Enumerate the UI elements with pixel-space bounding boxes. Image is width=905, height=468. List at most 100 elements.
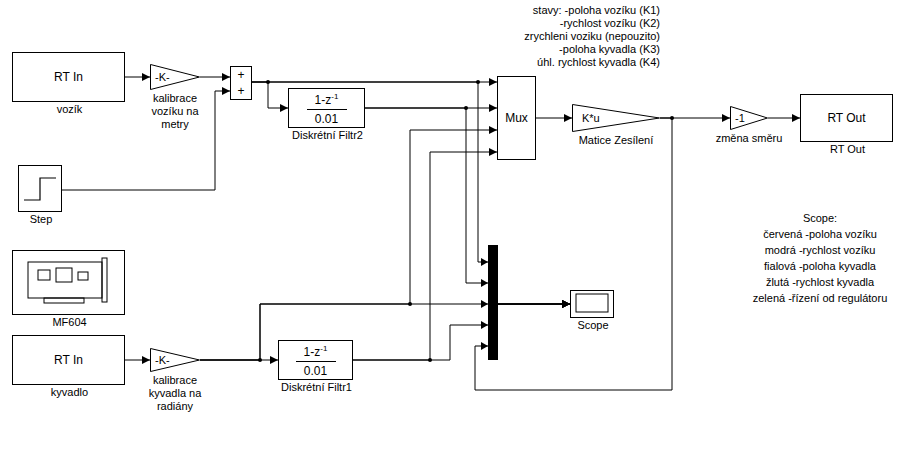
fraction-bottom: 0.01 xyxy=(315,112,338,126)
junction-dot xyxy=(670,116,674,120)
block-content: RT In xyxy=(13,53,124,101)
rt-output-block: RT OutRT Out xyxy=(800,94,893,142)
arrow-head xyxy=(481,342,488,350)
arrow-head xyxy=(481,321,488,329)
gain-matrix-block: K*uMatice Zesílení xyxy=(572,104,660,132)
arrow-head xyxy=(481,300,488,308)
rt-input-block: RT Inkyvadlo xyxy=(12,335,125,385)
scope-block: Scope xyxy=(570,290,614,318)
sum-block: ++ xyxy=(230,66,252,100)
block-name: Scope xyxy=(563,319,623,332)
gain-outline xyxy=(573,105,660,132)
card-bracket xyxy=(102,258,107,302)
signal-line xyxy=(475,118,672,390)
gain-block: -K-kalibrace vozíku na metry xyxy=(150,64,200,90)
block-content xyxy=(13,251,124,314)
junction-dot xyxy=(258,358,262,362)
filter-fraction: 1-z-1 0.01 xyxy=(296,342,336,378)
block-content: K*u xyxy=(572,104,660,132)
bus-input-arrows xyxy=(481,258,488,350)
arrow-head xyxy=(481,279,488,287)
sum-sign: + xyxy=(237,69,244,82)
gain-block: -1změna směru xyxy=(730,106,768,130)
block-content: ++ xyxy=(231,67,251,99)
discrete-filter: 1-z-10.01Diskrétní Filtr1 xyxy=(278,340,353,380)
block-name: RT Out xyxy=(803,143,893,156)
step-icon xyxy=(24,178,56,200)
gain-outline xyxy=(731,107,768,130)
block-name: Diskrétní Filtr2 xyxy=(273,129,383,142)
filter-exponent: -1 xyxy=(331,90,338,104)
signal-line xyxy=(252,82,288,108)
block-name: změna směru xyxy=(709,132,789,145)
scope-mux-bar xyxy=(488,245,498,360)
fraction-bottom: 0.01 xyxy=(304,364,327,378)
signal-line xyxy=(200,304,570,360)
block-name: Diskrétní Filtr1 xyxy=(262,381,372,394)
rt-input-block: RT Invozík xyxy=(12,52,125,102)
signal-line xyxy=(536,118,572,119)
scope-note: žlutá -rychlost kyvadla xyxy=(740,276,900,289)
block-text: Mux xyxy=(505,112,528,125)
block-caption: RT Out xyxy=(803,143,893,156)
block-caption: Diskrétní Filtr2 xyxy=(273,129,383,142)
junction-dot xyxy=(266,80,270,84)
step-block: Step xyxy=(18,165,62,212)
filter-denominator: 0.01 xyxy=(315,112,338,126)
block-caption: Step xyxy=(16,213,66,226)
block-content: Mux xyxy=(498,77,535,159)
filter-numerator: 1-z xyxy=(315,93,332,107)
block-content: -1 xyxy=(730,106,768,130)
block-caption: Scope xyxy=(563,319,623,332)
block-caption: změna směru xyxy=(709,132,789,145)
block-caption: kalibrace kyvadla na radiány xyxy=(142,374,208,413)
block-name: kalibrace kyvadla na radiány xyxy=(142,374,208,413)
block-caption: MF604 xyxy=(30,316,110,329)
fraction-top: 1-z-1 xyxy=(315,90,339,107)
junction-dot xyxy=(476,80,480,84)
scope-screen-icon xyxy=(576,294,608,312)
block-text: RT In xyxy=(54,354,83,367)
block-text: -K- xyxy=(155,354,170,367)
junction-dots xyxy=(258,80,674,362)
signal-line xyxy=(125,360,150,361)
gain-outline xyxy=(151,65,200,90)
filter-denominator: 0.01 xyxy=(304,364,327,378)
block-name: kalibrace vozíku na metry xyxy=(140,92,210,131)
discrete-filter: 1-z-10.01Diskrétní Filtr2 xyxy=(288,88,365,128)
block-caption: Matice Zesílení xyxy=(576,134,656,147)
card-chip xyxy=(56,268,72,282)
block-content xyxy=(19,166,61,211)
daq-card-block: MF604 xyxy=(12,250,125,315)
signal-line xyxy=(252,82,570,304)
block-text: RT In xyxy=(54,71,83,84)
state-note: -poloha kyvadla (K3) xyxy=(559,43,660,56)
card-chip xyxy=(38,270,50,280)
fraction-top: 1-z-1 xyxy=(304,342,328,359)
state-note: úhl. rychlost kyvadla (K4) xyxy=(537,56,660,69)
card-chip xyxy=(78,272,88,280)
fraction-bar xyxy=(307,109,347,110)
block-caption: kalibrace vozíku na metry xyxy=(140,92,210,131)
scope-note: zelená -řízení od regulátoru xyxy=(740,292,900,305)
sum-sign: + xyxy=(237,85,244,98)
state-note: -rychlost vozíku (K2) xyxy=(560,17,660,30)
block-content xyxy=(571,291,613,317)
junction-dot xyxy=(464,106,468,110)
block-name: Matice Zesílení xyxy=(576,134,656,147)
signal-line xyxy=(353,304,570,360)
signal-line xyxy=(365,108,570,304)
block-caption: kyvadlo xyxy=(30,386,110,399)
arrow-head xyxy=(481,258,488,266)
signal-line xyxy=(62,91,230,190)
filter-fraction: 1-z-1 0.01 xyxy=(307,90,347,126)
block-name: MF604 xyxy=(30,316,110,329)
block-text: -1 xyxy=(735,112,745,125)
block-content: 1-z-1 0.01 xyxy=(279,341,352,379)
block-content: RT In xyxy=(13,336,124,384)
block-caption: Diskrétní Filtr1 xyxy=(262,381,372,394)
signal-line xyxy=(125,77,150,78)
daq-card-icon xyxy=(28,258,107,303)
block-text: K*u xyxy=(582,112,600,125)
block-content: -K- xyxy=(150,348,200,372)
